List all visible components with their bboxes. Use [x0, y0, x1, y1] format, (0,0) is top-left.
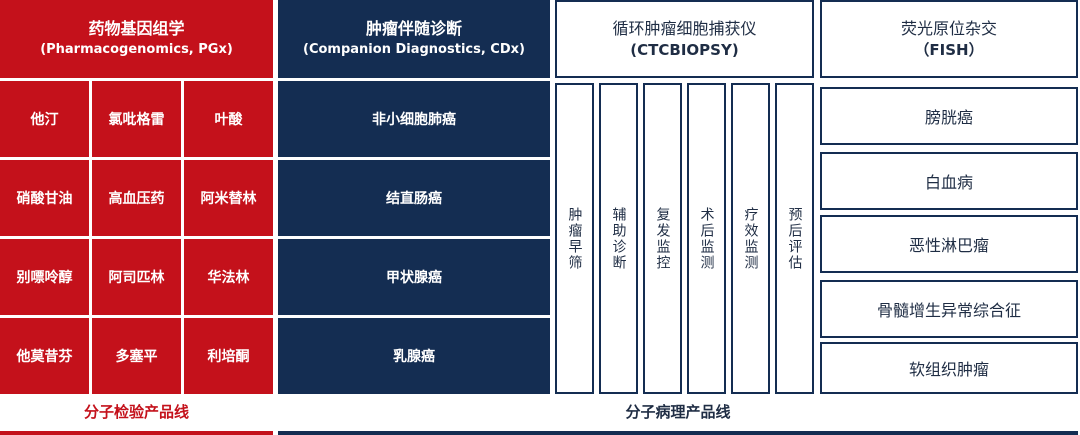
pgx-drug-cell: 阿米替林	[184, 160, 273, 236]
cdx-item: 乳腺癌	[278, 318, 550, 394]
pgx-drug-cell: 多塞平	[92, 318, 181, 394]
molecular-pathology-rule	[278, 431, 1078, 435]
ctc-stage-column: 复发监控	[643, 83, 682, 394]
fish-item: 软组织肿瘤	[820, 342, 1078, 394]
cdx-item: 非小细胞肺癌	[278, 81, 550, 157]
pgx-drug-cell: 利培酮	[184, 318, 273, 394]
ctc-stage-label: 疗效监测	[742, 206, 759, 271]
cdx-subtitle: (Companion Diagnostics, CDx)	[303, 42, 525, 57]
pgx-drug-cell: 叶酸	[184, 81, 273, 157]
ctc-stage-label: 辅助诊断	[610, 206, 627, 271]
fish-header: 荧光原位杂交 （FISH）	[820, 0, 1078, 78]
ctc-stage-label: 肿瘤早筛	[566, 206, 583, 271]
pgx-drug-cell: 氯吡格雷	[92, 81, 181, 157]
fish-item: 骨髓增生异常综合征	[820, 280, 1078, 338]
ctc-stage-label: 复发监控	[654, 206, 671, 271]
cdx-title: 肿瘤伴随诊断	[365, 19, 462, 38]
ctc-stage-column: 肿瘤早筛	[555, 83, 594, 394]
pgx-drug-cell: 他汀	[0, 81, 89, 157]
ctc-title: 循环肿瘤细胞捕获仪	[612, 19, 757, 38]
ctc-stage-column: 疗效监测	[731, 83, 770, 394]
pgx-drug-cell: 硝酸甘油	[0, 160, 89, 236]
ctc-header: 循环肿瘤细胞捕获仪 (CTCBIOPSY)	[555, 0, 814, 78]
molecular-testing-footer: 分子检验产品线	[83, 403, 189, 421]
ctc-subtitle: (CTCBIOPSY)	[630, 41, 739, 59]
pgx-drug-cell: 阿司匹林	[92, 239, 181, 315]
pgx-drug-cell: 华法林	[184, 239, 273, 315]
fish-subtitle: （FISH）	[914, 41, 984, 59]
pgx-subtitle: (Pharmacogenomics, PGx)	[40, 42, 233, 57]
cdx-item: 结直肠癌	[278, 160, 550, 236]
molecular-pathology-footer: 分子病理产品线	[625, 403, 731, 421]
ctc-stage-column: 预后评估	[775, 83, 814, 394]
ctc-stage-label: 预后评估	[786, 206, 803, 271]
pgx-title: 药物基因组学	[88, 19, 185, 38]
fish-item: 膀胱癌	[820, 87, 1078, 145]
pgx-drug-cell: 他莫昔芬	[0, 318, 89, 394]
ctc-stage-column: 辅助诊断	[599, 83, 638, 394]
cdx-item: 甲状腺癌	[278, 239, 550, 315]
ctc-stage-column: 术后监测	[687, 83, 726, 394]
fish-item: 白血病	[820, 152, 1078, 210]
fish-title: 荧光原位杂交	[900, 19, 997, 38]
ctc-stage-label: 术后监测	[698, 206, 715, 271]
molecular-testing-rule	[0, 431, 273, 435]
pgx-drug-cell: 别嘌呤醇	[0, 239, 89, 315]
pgx-header: 药物基因组学 (Pharmacogenomics, PGx)	[0, 0, 273, 78]
fish-item: 恶性淋巴瘤	[820, 215, 1078, 273]
pgx-drug-cell: 高血压药	[92, 160, 181, 236]
cdx-header: 肿瘤伴随诊断 (Companion Diagnostics, CDx)	[278, 0, 550, 78]
